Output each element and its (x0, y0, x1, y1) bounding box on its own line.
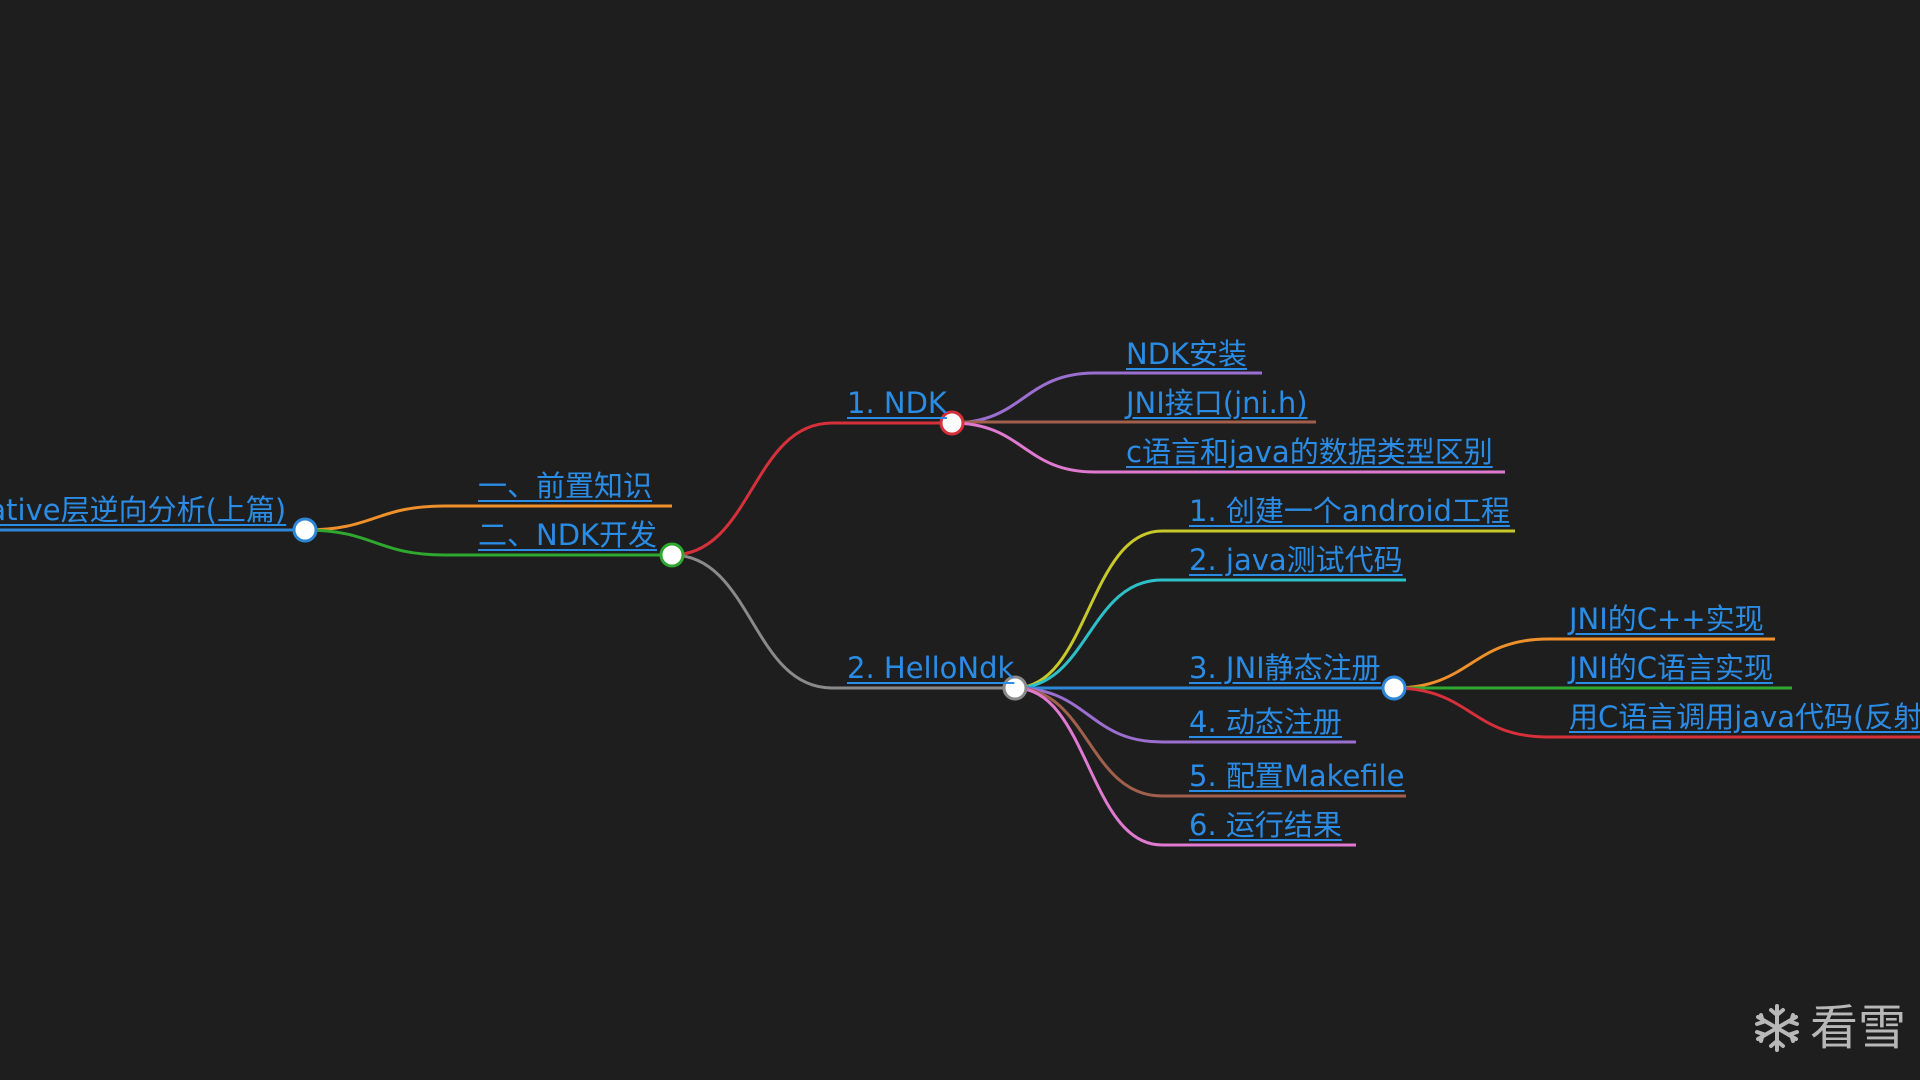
edge-java-test (1014, 578, 1163, 690)
edge-run-result (1014, 686, 1163, 847)
node-dynamic-reg[interactable]: 4. 动态注册 (1189, 705, 1342, 739)
ndk-node-circle[interactable] (939, 410, 965, 436)
node-hellondk[interactable]: 2. HelloNdk (847, 651, 1015, 685)
jni-static-node-circle[interactable] (1381, 675, 1407, 701)
root-node-circle[interactable] (292, 517, 318, 543)
edge-create-project (1014, 529, 1163, 690)
edge-root-ndkdev (304, 528, 446, 557)
node-ndk-install[interactable]: NDK安装 (1126, 337, 1248, 371)
ndkdev-node-circle[interactable] (659, 542, 685, 568)
edge-ndk-datatypes (951, 421, 1096, 474)
node-makefile[interactable]: 5. 配置Makefile (1189, 759, 1405, 793)
edge-makefile (1014, 686, 1163, 798)
edge-c-call-java (1393, 686, 1549, 739)
node-ndk-dev[interactable]: 二、NDK开发 (478, 518, 658, 552)
watermark: 看雪 (1752, 1000, 1906, 1056)
node-run-result[interactable]: 6. 运行结果 (1189, 808, 1342, 842)
node-create-project[interactable]: 1. 创建一个android工程 (1189, 494, 1510, 528)
node-jni-c[interactable]: JNI的C语言实现 (1569, 651, 1774, 685)
watermark-text: 看雪 (1810, 1000, 1907, 1056)
node-ndk[interactable]: 1. NDK (847, 386, 947, 420)
snowflake-icon (1755, 1004, 1799, 1052)
node-c-call-java[interactable]: 用C语言调用java代码(反射) (1569, 700, 1920, 734)
edge-ndkdev-ndk (671, 421, 833, 557)
hellondk-node-circle[interactable] (1002, 675, 1028, 701)
node-jni-interface[interactable]: JNI接口(jni.h) (1126, 386, 1308, 420)
edge-ndkdev-hellondk (671, 553, 833, 690)
node-datatypes[interactable]: c语言和java的数据类型区别 (1126, 435, 1493, 469)
node-java-test[interactable]: 2. java测试代码 (1189, 543, 1403, 577)
edge-dynamic-reg (1014, 686, 1163, 744)
node-jni-static[interactable]: 3. JNI静态注册 (1189, 651, 1381, 685)
node-jni-cpp[interactable]: JNI的C++实现 (1569, 602, 1764, 636)
node-root[interactable]: native层逆向分析(上篇) (0, 493, 287, 527)
edge-jni-cpp (1393, 637, 1549, 690)
edge-root-prereq (304, 504, 446, 532)
node-prereq[interactable]: 一、前置知识 (478, 469, 653, 503)
edge-ndk-install (951, 371, 1096, 425)
